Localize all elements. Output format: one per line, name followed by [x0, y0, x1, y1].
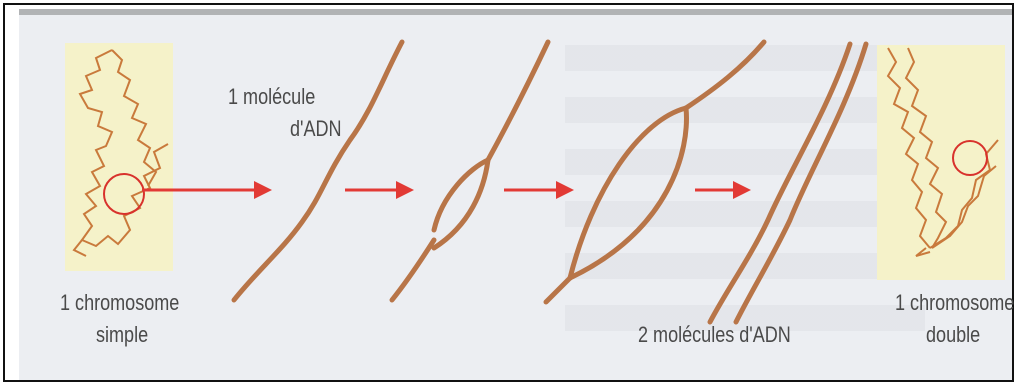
- dna-replication-bubble-large: [543, 39, 767, 305]
- label-molecule-line1: 1 molécule: [228, 84, 316, 109]
- dna-replication-bubble-small: [389, 39, 551, 303]
- label-simple-line1: 1 chromosome: [60, 290, 180, 315]
- figure-background: [19, 9, 1012, 380]
- label-molecule-line2: d'ADN: [290, 116, 342, 141]
- bleed-through-text: [565, 45, 925, 345]
- dna-two-molecules: [707, 41, 869, 325]
- arrow-1: [142, 181, 272, 199]
- arrow-3: [504, 181, 574, 199]
- double-chromosome-fiber: [886, 47, 999, 257]
- arrow-4: [695, 181, 751, 199]
- double-highlight-circle: [952, 140, 988, 176]
- label-two-molecules: 2 molécules d'ADN: [638, 322, 791, 347]
- label-double-line1: 1 chromosome: [895, 290, 1015, 315]
- top-scan-stripe: [19, 9, 1012, 15]
- simple-highlight-circle: [103, 173, 145, 215]
- simple-chromosome-fiber: [72, 49, 169, 257]
- dna-molecule-single: [231, 39, 405, 303]
- label-double-line2: double: [926, 322, 981, 347]
- arrow-2: [345, 181, 414, 199]
- label-simple-line2: simple: [96, 322, 149, 347]
